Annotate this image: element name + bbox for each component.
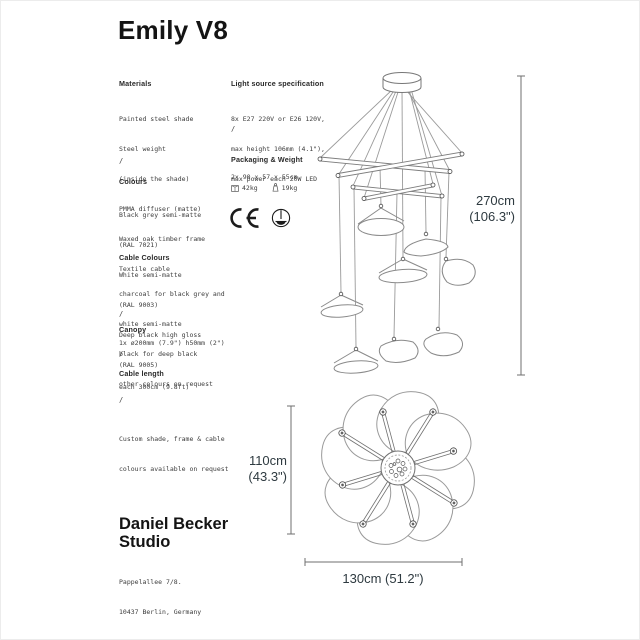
spec-line: (inside the shade) [119, 175, 190, 183]
net-weight: 19kg [272, 183, 298, 192]
spec-line: (RAL 7021) [119, 241, 159, 249]
certification-marks [229, 207, 291, 229]
spec-line: other colours on request [119, 380, 213, 388]
weights-row: 42kg 19kg [231, 183, 297, 192]
spec-line: colours available on request [119, 465, 229, 473]
spec-line: max power each 20W LED [231, 175, 318, 183]
dimension-value-inches: (43.3") [248, 469, 287, 485]
section-separator: / [119, 396, 124, 404]
side-view-drawing [317, 72, 476, 374]
spec-line: 8x E27 220V or E26 120V, [231, 115, 325, 123]
spec-line: (RAL 9005) [119, 361, 159, 369]
address-line: 10437 Berlin, Germany [119, 608, 202, 616]
gross-weight-value: 42kg [242, 183, 258, 192]
spec-line: charcoal for black grey and [119, 290, 225, 298]
side-height-dimension: 270cm (106.3") [449, 193, 515, 226]
hanging-weight-icon [272, 183, 279, 192]
dimension-value-inches: (106.3") [469, 209, 515, 225]
light-source-header: Light source specification [231, 79, 324, 88]
spec-line: Black grey semi-matte [119, 211, 202, 219]
studio-name: Daniel Becker Studio [119, 515, 228, 552]
packaging-size: 2x 90 x 57 x 55cm [231, 173, 298, 181]
address-line: Pappelallee 7/8. [119, 578, 182, 586]
custom-note: Custom shade, frame & cable colours avai… [119, 414, 229, 494]
cable-length-spec: each 300cm (9.8ft) [119, 383, 190, 391]
spec-line: Textile cable [119, 265, 170, 273]
colours-header: Colours [119, 177, 148, 186]
net-weight-value: 19kg [281, 183, 298, 192]
cable-colours-list: charcoal for black grey and white semi-m… [119, 269, 225, 409]
section-separator: / [119, 310, 124, 318]
spec-line: Steel weight [119, 145, 166, 153]
top-view-drawing [315, 391, 481, 551]
spec-line: White semi-matte [119, 271, 182, 279]
top-width-dimension: 130cm (51.2") [342, 571, 424, 586]
spec-line: max height 106mm (4.1"), [231, 145, 325, 153]
dimension-value: 270cm [475, 193, 515, 208]
colours-list: Black grey semi-matte (RAL 7021) White s… [119, 190, 201, 390]
certification-icon [271, 208, 291, 228]
top-depth-dimension: 110cm (43.3") [229, 453, 287, 486]
materials-list: Painted steel shade Steel weight (inside… [119, 94, 205, 294]
ce-mark [230, 208, 259, 228]
gross-weight: 42kg [231, 184, 258, 192]
studio-address: Pappelallee 7/8. 10437 Berlin, Germany [119, 557, 201, 637]
cable-colours-header: Cable Colours [119, 253, 170, 262]
spec-line: (RAL 9003) [119, 301, 159, 309]
section-separator: / [231, 125, 236, 133]
section-separator: / [119, 157, 124, 165]
light-source-list: 8x E27 220V or E26 120V, max height 106m… [231, 94, 325, 204]
spec-line: Waxed oak timber frame [119, 235, 206, 243]
cable-length-header: Cable length [119, 369, 164, 378]
package-icon [231, 184, 239, 192]
studio-name-line: Daniel Becker [119, 515, 229, 533]
canopy-spec: 1x ø200mm (7.9") h50mm (2") [119, 339, 225, 347]
spec-line: black for deep black [119, 350, 198, 358]
spec-line: Custom shade, frame & cable [119, 435, 225, 443]
page-title: Emily V8 [118, 15, 228, 45]
section-separator: / [119, 350, 124, 358]
spec-line: Deep black high gloss [119, 331, 202, 339]
dimension-value: 110cm [248, 453, 287, 468]
spec-line: PMMA diffuser (matte) [119, 205, 202, 213]
spec-line: Painted steel shade [119, 115, 194, 123]
materials-header: Materials [119, 79, 152, 88]
spec-line: white semi-matte [119, 320, 182, 328]
canopy-header: Canopy [119, 325, 147, 334]
packaging-header: Packaging & Weight [231, 155, 303, 164]
studio-name-line: Studio [119, 533, 171, 552]
